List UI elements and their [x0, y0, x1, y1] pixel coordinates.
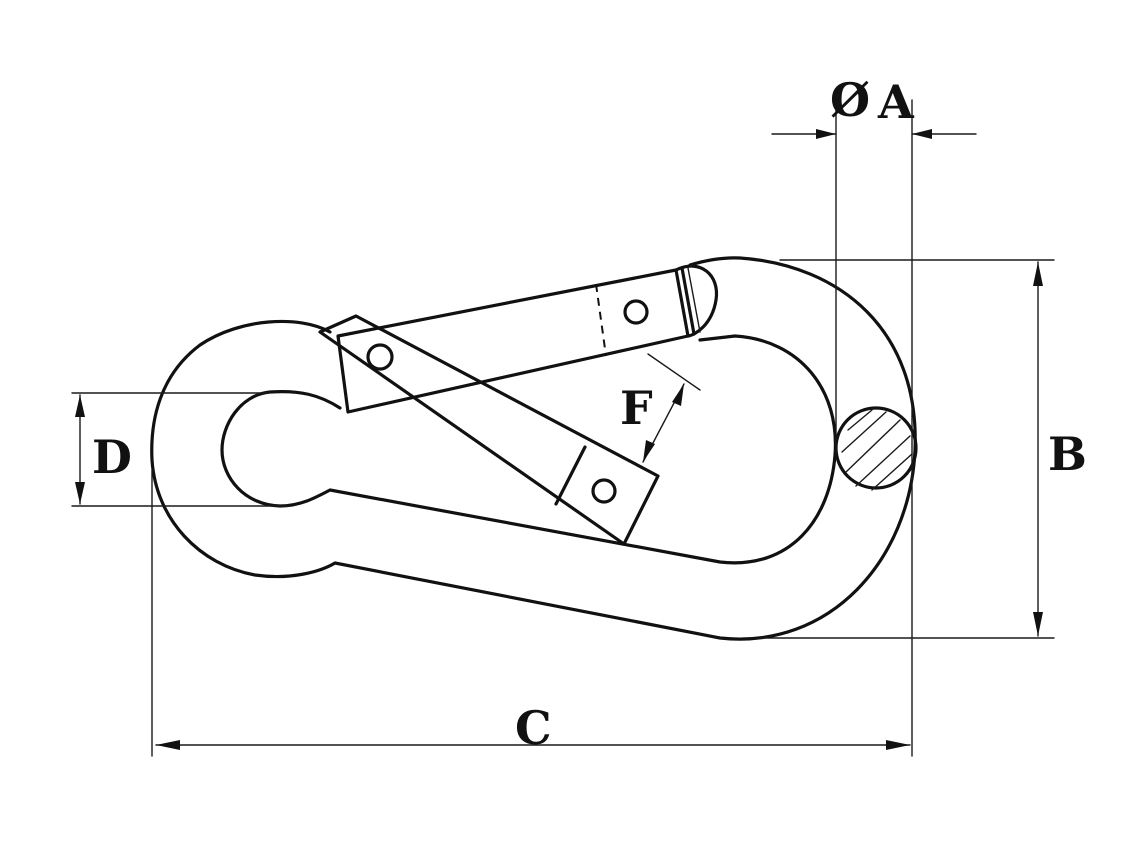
spring-gate: [318, 264, 719, 546]
label-f: F: [620, 381, 653, 435]
body-inner-contour: [220, 334, 837, 565]
body-outer-contour: [150, 256, 917, 641]
label-diameter-symbol: Ø: [830, 73, 870, 127]
label-d: D: [92, 430, 132, 484]
wire-section: [834, 406, 918, 491]
label-a: A: [877, 75, 915, 129]
label-c: C: [515, 701, 552, 755]
label-b: B: [1048, 427, 1087, 481]
snap-hook-body: [150, 256, 918, 641]
dimension-lines: [71, 99, 1055, 757]
rivet-upper-right: [623, 299, 649, 325]
dimension-labels: Ø A B C D F: [92, 73, 1087, 755]
rivet-upper-left: [366, 343, 394, 371]
gate-end-cap: [674, 264, 719, 338]
gate-lower-leaf: [318, 314, 660, 546]
gate-dashed-line: [595, 283, 607, 357]
rivet-lower-right: [591, 478, 617, 504]
